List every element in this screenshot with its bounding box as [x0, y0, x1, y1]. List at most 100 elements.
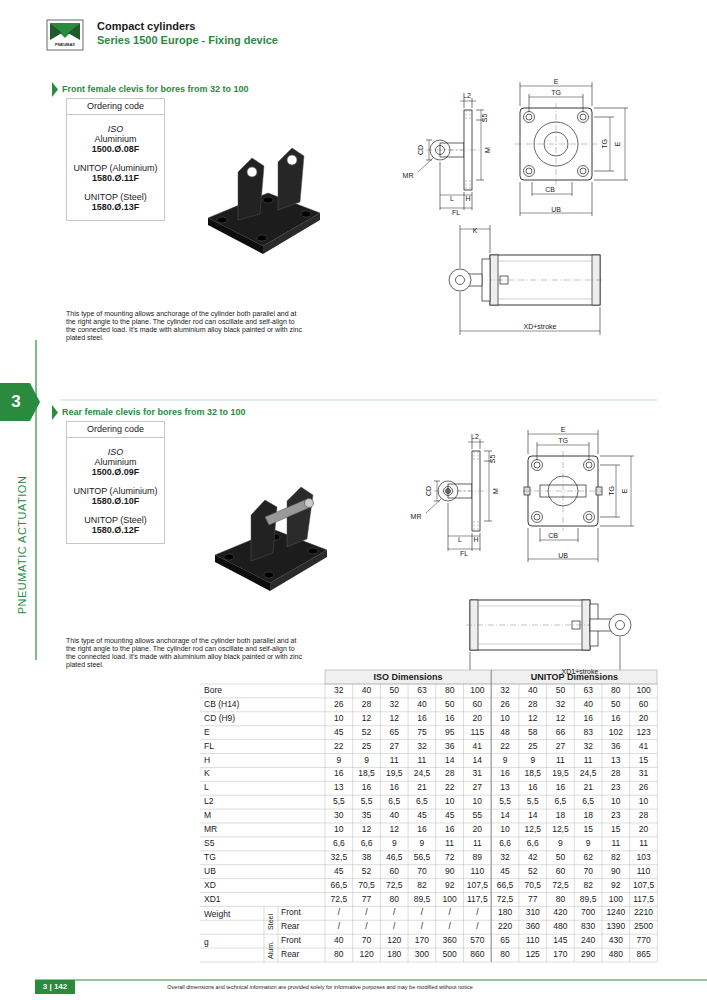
table-cell: 16: [417, 714, 426, 724]
table-cell: 120: [387, 936, 401, 946]
table-cell: 95: [445, 728, 454, 738]
drawing-line: [592, 82, 593, 106]
drawing-circle: [584, 512, 595, 523]
drawing-line: [200, 781, 657, 782]
table-cell: 52: [528, 867, 537, 877]
drawing-line: [518, 684, 519, 962]
table-cell: 13: [334, 783, 343, 793]
table-cell: 72: [445, 853, 454, 863]
drawing-line: [200, 892, 657, 893]
table-cell: 480: [609, 950, 623, 960]
label-text: TG: [558, 437, 568, 445]
table-cell: 700: [581, 909, 595, 919]
drawing-line: [278, 906, 279, 962]
drawing-line: [35, 340, 36, 660]
table-cell: 6,6: [333, 839, 345, 849]
drawing-circle: [305, 499, 314, 508]
drawing-line: [528, 434, 598, 435]
drawing-line: [200, 795, 657, 796]
drawing-line: [460, 101, 476, 102]
drawing-line: [594, 180, 628, 181]
table-cell: L2: [204, 797, 213, 807]
table-cell: 570: [470, 936, 484, 946]
drawing-line: [629, 684, 630, 962]
label-text: Front female clevis for bores from 32 to…: [62, 84, 249, 94]
table-cell: 89,5: [580, 895, 597, 905]
table-cell: 21: [417, 783, 426, 793]
table-cell: 16: [500, 770, 509, 780]
table-cell: 6,6: [499, 839, 511, 849]
table-cell: 27: [556, 742, 565, 752]
drawing-line: [600, 526, 634, 527]
drawing-line: [563, 451, 564, 531]
drawing-line: [520, 182, 521, 216]
table-cell: 22: [334, 742, 343, 752]
label-text: Overall dimensions and technical informa…: [167, 984, 472, 990]
label-text: S5: [481, 114, 489, 123]
table-cell: 9: [420, 839, 425, 849]
drawing-line: [528, 430, 529, 454]
table-cell: 55: [473, 811, 482, 821]
table-cell: 180: [498, 909, 512, 919]
table-cell: 16: [556, 783, 565, 793]
table-cell: 102: [609, 728, 623, 738]
drawing-circle: [580, 114, 586, 120]
table-cell: 480: [553, 922, 567, 932]
drawing-line: [426, 499, 441, 513]
drawing-line: [463, 684, 464, 962]
label-text: UB: [551, 206, 561, 214]
drawing-circle: [526, 114, 532, 120]
drawing-line: [520, 82, 521, 106]
drawing-line: [200, 767, 657, 768]
table-cell: 360: [526, 922, 540, 932]
ordering-code-text: ISO: [67, 447, 164, 457]
table-cell: 6,5: [555, 797, 567, 807]
table-cell: 70: [583, 867, 592, 877]
table-cell: 110: [471, 867, 485, 877]
table-cell: 75: [417, 728, 426, 738]
table-cell: 290: [581, 950, 595, 960]
label-text: K: [473, 227, 478, 235]
label-text: TG: [608, 486, 616, 496]
photo-shape: [215, 555, 270, 591]
table-cell: 15: [611, 825, 620, 835]
drawing-circle: [534, 514, 540, 520]
table-cell: 2210: [634, 909, 653, 919]
table-cell: 24,5: [580, 770, 597, 780]
drawing-line: [464, 98, 465, 108]
table-cell: 10: [334, 714, 343, 724]
table-cell: 80: [500, 950, 509, 960]
table-cell: 60: [390, 867, 399, 877]
table-cell: 38: [362, 853, 371, 863]
table-cell: 92: [611, 881, 620, 891]
table-cell: 11: [611, 839, 620, 849]
table-cell: 16: [390, 783, 399, 793]
table-cell: FL: [204, 742, 214, 752]
table-cell: 26: [500, 700, 509, 710]
table-cell: 89: [473, 853, 482, 863]
photo-shape: [238, 158, 264, 220]
table-cell: 100: [443, 895, 457, 905]
drawing-line: [472, 192, 473, 210]
table-cell: 12,5: [524, 825, 541, 835]
table-cell: 100: [470, 686, 484, 696]
drawing-line: [470, 110, 471, 120]
table-cell: 10: [611, 797, 620, 807]
table-cell: 11: [556, 756, 565, 766]
table-cell: /: [476, 922, 478, 932]
drawing-line: [515, 144, 597, 145]
table-cell: 18,5: [524, 770, 541, 780]
table-cell: 1390: [606, 922, 625, 932]
table-cell: 12: [362, 825, 371, 835]
drawing-circle: [524, 112, 535, 123]
photo-shape: [287, 487, 313, 547]
drawing-circle: [532, 512, 543, 523]
table-cell: Rear: [281, 922, 299, 932]
label-text: 3 | 142: [43, 982, 67, 991]
table-cell: 360: [443, 936, 457, 946]
table-cell: 11: [445, 839, 454, 849]
label-text: Rear female clevis for bores from 32 to …: [62, 407, 246, 417]
drawing-circle: [616, 621, 625, 630]
table-cell: E: [204, 728, 210, 738]
label-text: TG: [601, 139, 609, 149]
